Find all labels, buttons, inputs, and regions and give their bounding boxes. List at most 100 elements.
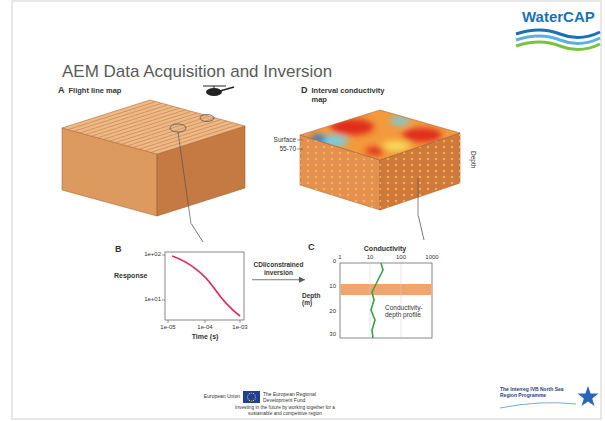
flag-star [247,398,248,399]
profile-note: Conductivity-depth profile [385,304,431,319]
figure-panel: C [305,240,445,344]
tick [162,300,165,301]
decay-plot [162,252,244,323]
tick [205,320,206,323]
leader-line [297,149,303,150]
flight-line-block [62,100,245,224]
flight-line [98,110,186,138]
interreg-logo [500,386,599,408]
flight-line [74,103,162,131]
conductivity-profile [371,263,383,338]
leader-line [297,140,303,141]
flight-line [92,108,180,136]
helicopter-tail [220,87,234,91]
heat-blob [402,128,442,142]
flight-line [68,102,156,130]
flag-star [253,393,254,394]
flight-line [139,121,227,149]
star [578,386,599,406]
decay-curve [172,256,240,316]
sample-circle [200,115,214,122]
conductivity-block [297,110,460,216]
panel-letter: B [115,244,122,255]
wave [516,42,600,50]
flight-line [151,124,239,152]
axis-label: Time (s) [180,333,230,341]
plot-frame [340,263,432,338]
tick [162,255,165,256]
axis-label: Response [114,272,154,280]
helicopter-mast [214,86,215,88]
heat-blob [390,117,410,125]
flight-line [121,116,209,144]
tick-label: 1e-04 [192,324,218,331]
heat-blob [330,119,374,135]
axis-label: Conductivity [355,245,415,253]
tick-label: 0 [320,258,336,265]
panel-title: Flight line map [69,86,122,95]
heat-map [300,110,460,160]
tick [240,320,241,323]
leader-line [178,132,191,224]
tick-label: 1e-05 [155,324,181,331]
tick-label: 30 [320,331,336,338]
figure-panel: D Interval conductivity map [298,83,470,216]
edge-label: CDI/constrained inversion [250,261,308,277]
grid-line [401,263,402,338]
depth-label: Surface [262,136,296,143]
tick-label: 1000 [420,254,444,261]
tick-label: 1e-03 [227,324,253,331]
axis-label: Depth [469,145,476,175]
flight-lines [68,102,239,153]
programme-name: The Interreg IVB North Sea Region Progra… [500,387,574,399]
flag-star [247,394,248,395]
depth-label: 55-70 [262,145,296,152]
flight-line [127,118,215,146]
figure-panel: A Flight line map [55,83,250,224]
block-top [300,110,460,160]
sample-circle [170,124,186,132]
helicopter-body [206,88,222,96]
flag-star [247,396,248,397]
helicopter [203,86,234,96]
logo-waves [516,30,600,50]
connector [418,216,424,240]
tick-label: 1e+02 [134,251,161,258]
heat-blob [365,147,385,155]
panel-letter: C [308,242,315,253]
tick-label: 10 [320,283,336,290]
flag-star [251,400,252,401]
plot-frame [165,252,244,320]
flag-star [254,394,255,395]
tick-label: 100 [391,254,411,261]
flight-line [110,113,198,141]
connector [252,279,305,280]
flight-line [80,105,168,133]
figure-panel: B [112,242,252,344]
heat-base [300,110,460,160]
flag-star [253,400,254,401]
flag-star [249,393,250,394]
flight-line [115,115,203,143]
flag-star [249,400,250,401]
flag [243,391,260,403]
leader-line [418,178,419,216]
funder-name: The European Regional Development Fund [263,392,345,404]
panel-title: Interval conductivity map [312,86,400,104]
tick-label: 20 [320,308,336,315]
panel-letter: A [58,85,65,96]
panel-letter: D [301,85,308,96]
eu-flag [243,391,260,403]
heat-blob [382,141,410,151]
tick-label: 10 [362,254,378,261]
connector [192,224,204,242]
flag-star [254,398,255,399]
slide-title: AEM Data Acquisition and Inversion [62,62,382,82]
flight-line [133,120,221,148]
block-top [62,100,245,154]
tick [168,320,169,323]
logo-text: WaterCAP [522,8,602,25]
slide-frame [12,1,601,419]
flag-star [251,392,252,393]
